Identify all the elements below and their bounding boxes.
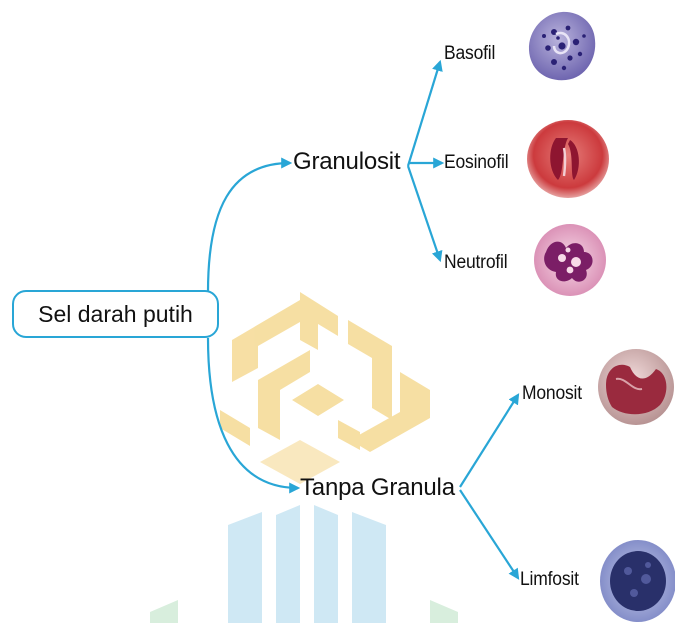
granulosit-label: Granulosit xyxy=(293,150,400,174)
monocyte-cell-image xyxy=(596,347,675,427)
basophil-cell-image xyxy=(524,8,600,84)
arrow-to-basofil xyxy=(408,62,440,166)
arrow-to-neutrofil xyxy=(408,166,440,260)
tanpa-granula-label: Tanpa Granula xyxy=(300,476,455,500)
basofil-label: Basofil xyxy=(444,44,495,63)
root-node-label: Sel darah putih xyxy=(38,301,193,328)
limfosit-label: Limfosit xyxy=(520,570,579,589)
arrow-to-limfosit xyxy=(460,490,518,578)
monosit-label: Monosit xyxy=(522,384,582,403)
arrow-to-granulosit xyxy=(208,163,290,292)
neutrophil-cell-image xyxy=(532,222,608,298)
neutrofil-label: Neutrofil xyxy=(444,253,507,272)
eosinophil-cell-image xyxy=(524,118,610,200)
lymphocyte-cell-image xyxy=(598,535,675,623)
arrow-to-monosit xyxy=(460,395,518,487)
root-node-box: Sel darah putih xyxy=(12,290,219,338)
arrow-to-tanpa-granula xyxy=(208,338,298,488)
eosinofil-label: Eosinofil xyxy=(444,153,508,172)
